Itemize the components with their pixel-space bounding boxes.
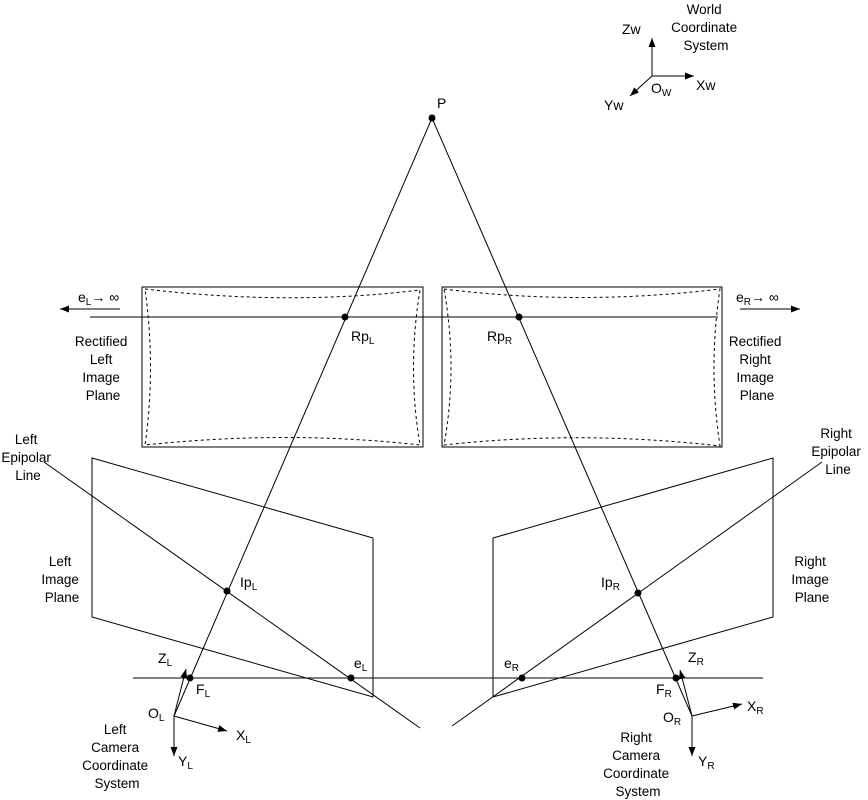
z-right-label: ZR: [688, 649, 704, 668]
right-camera-axes: [678, 669, 743, 756]
e-left-label: eL: [354, 655, 368, 674]
y-left-label: YL: [178, 753, 193, 772]
left-projection-ray: [173, 117, 433, 717]
o-left-label: OL: [148, 705, 165, 724]
point-p: [428, 114, 436, 122]
left-image-plane-label: Left Image Plane: [41, 554, 82, 605]
world-origin-label: OW: [651, 80, 672, 99]
right-z-axis: [678, 669, 693, 717]
right-image-plane: [492, 457, 774, 698]
point-f-left: [186, 674, 194, 682]
world-title: World Coordinate System: [671, 2, 741, 53]
world-x-label: Xw: [696, 77, 716, 93]
e-right-infinity-label: eR→ ∞: [736, 289, 779, 308]
e-left-infinity-label: eL→ ∞: [78, 289, 119, 308]
distorted-left-boundary: [144, 288, 421, 446]
o-right-label: OR: [663, 709, 681, 728]
left-epipolar-line: [43, 461, 421, 729]
point-e-left: [347, 674, 355, 682]
rectified-left-plane: [141, 286, 424, 448]
rectified-right-label: Rectified Right Image Plane: [729, 334, 785, 403]
world-coordinate-system: Zw Xw Yw OW World Coordinate System: [604, 2, 741, 113]
f-right-label: FR: [656, 681, 672, 700]
left-z-axis: [173, 668, 188, 717]
rp-left-label: RpL: [351, 328, 375, 347]
y-right-label: YR: [698, 753, 715, 772]
world-y-axis: [629, 75, 653, 97]
ip-left-label: IpL: [240, 574, 258, 593]
rectified-right-plane: [441, 286, 723, 448]
left-image-plane: [91, 457, 374, 698]
f-left-label: FL: [196, 681, 211, 700]
point-rp-right: [515, 313, 523, 321]
e-right-label: eR: [504, 655, 519, 674]
right-camera-label: Right Camera Coordinate System: [603, 730, 673, 799]
ip-right-label: IpR: [601, 574, 620, 593]
right-image-plane-label: Right Image Plane: [791, 554, 832, 605]
distorted-right-boundary: [443, 288, 721, 447]
world-y-label: Yw: [604, 97, 624, 113]
x-left-label: XL: [236, 727, 251, 746]
right-x-axis: [691, 702, 743, 717]
left-camera-label: Left Camera Coordinate System: [82, 722, 152, 791]
point-ip-left: [223, 587, 231, 595]
world-z-label: Zw: [622, 21, 642, 37]
right-projection-ray: [431, 117, 693, 717]
rectified-left-label: Rectified Left Image Plane: [75, 334, 131, 403]
point-e-right: [518, 674, 526, 682]
point-f-right: [672, 674, 680, 682]
left-x-axis: [173, 715, 228, 732]
point-rp-left: [341, 313, 349, 321]
left-epipolar-line-label: Left Epipolar Line: [1, 432, 54, 483]
right-epipolar-line-label: Right Epipolar Line: [811, 426, 864, 477]
rp-right-label: RpR: [487, 328, 512, 347]
z-left-label: ZL: [158, 650, 173, 669]
x-right-label: XR: [747, 698, 764, 717]
left-camera-axes: [170, 668, 228, 756]
point-ip-right: [634, 589, 642, 597]
p-label: P: [437, 95, 446, 111]
